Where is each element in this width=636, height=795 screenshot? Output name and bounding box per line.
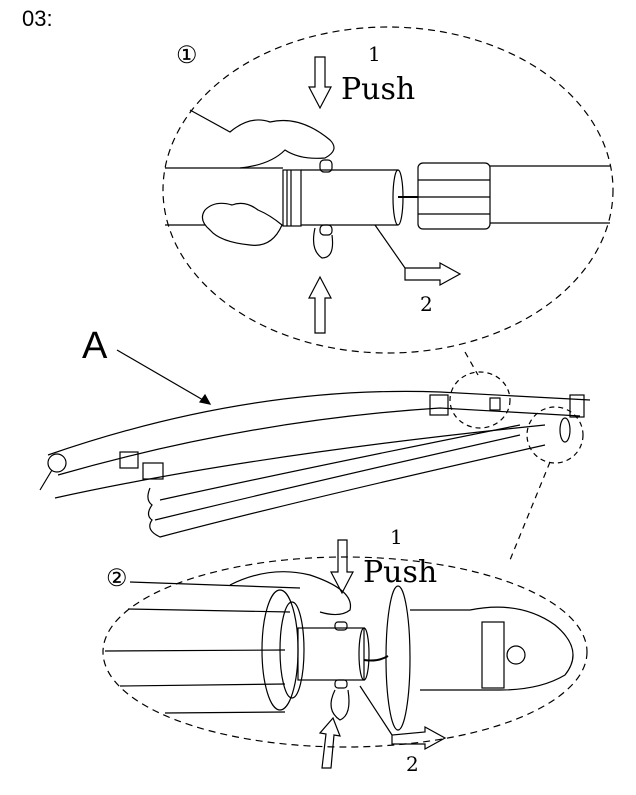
pull-arrow-2	[359, 685, 447, 751]
detail-2-marker: ②	[106, 564, 128, 592]
detail-1-step-1: 1	[368, 42, 381, 66]
step-number: 03:	[22, 6, 53, 31]
pull-arrow-1	[374, 224, 462, 287]
detail-2-push-label: Push	[363, 555, 438, 590]
detail-2-step-1: 1	[390, 525, 403, 549]
detail-1-callout	[162, 26, 614, 354]
detail-1-step-2: 2	[420, 292, 433, 316]
detail-1-push-label: Push	[341, 72, 416, 107]
detail-1-marker: ①	[176, 41, 198, 69]
push-up-arrow-1	[308, 275, 332, 334]
detail-1-pole-joint	[165, 109, 610, 259]
detail-2-callout	[102, 556, 588, 748]
push-down-arrow-2	[330, 539, 354, 595]
push-up-arrow-2	[318, 716, 341, 769]
folded-umbrella	[39, 390, 591, 538]
part-a-label: A	[82, 325, 108, 367]
detail-2-source-marker	[526, 406, 584, 464]
detail-2-step-2: 2	[406, 752, 419, 776]
detail-2-pole-joint	[104, 571, 574, 731]
detail-1-source-marker	[449, 371, 511, 429]
push-down-arrow-1	[308, 56, 332, 110]
part-a-pointer-arrow	[116, 349, 212, 405]
